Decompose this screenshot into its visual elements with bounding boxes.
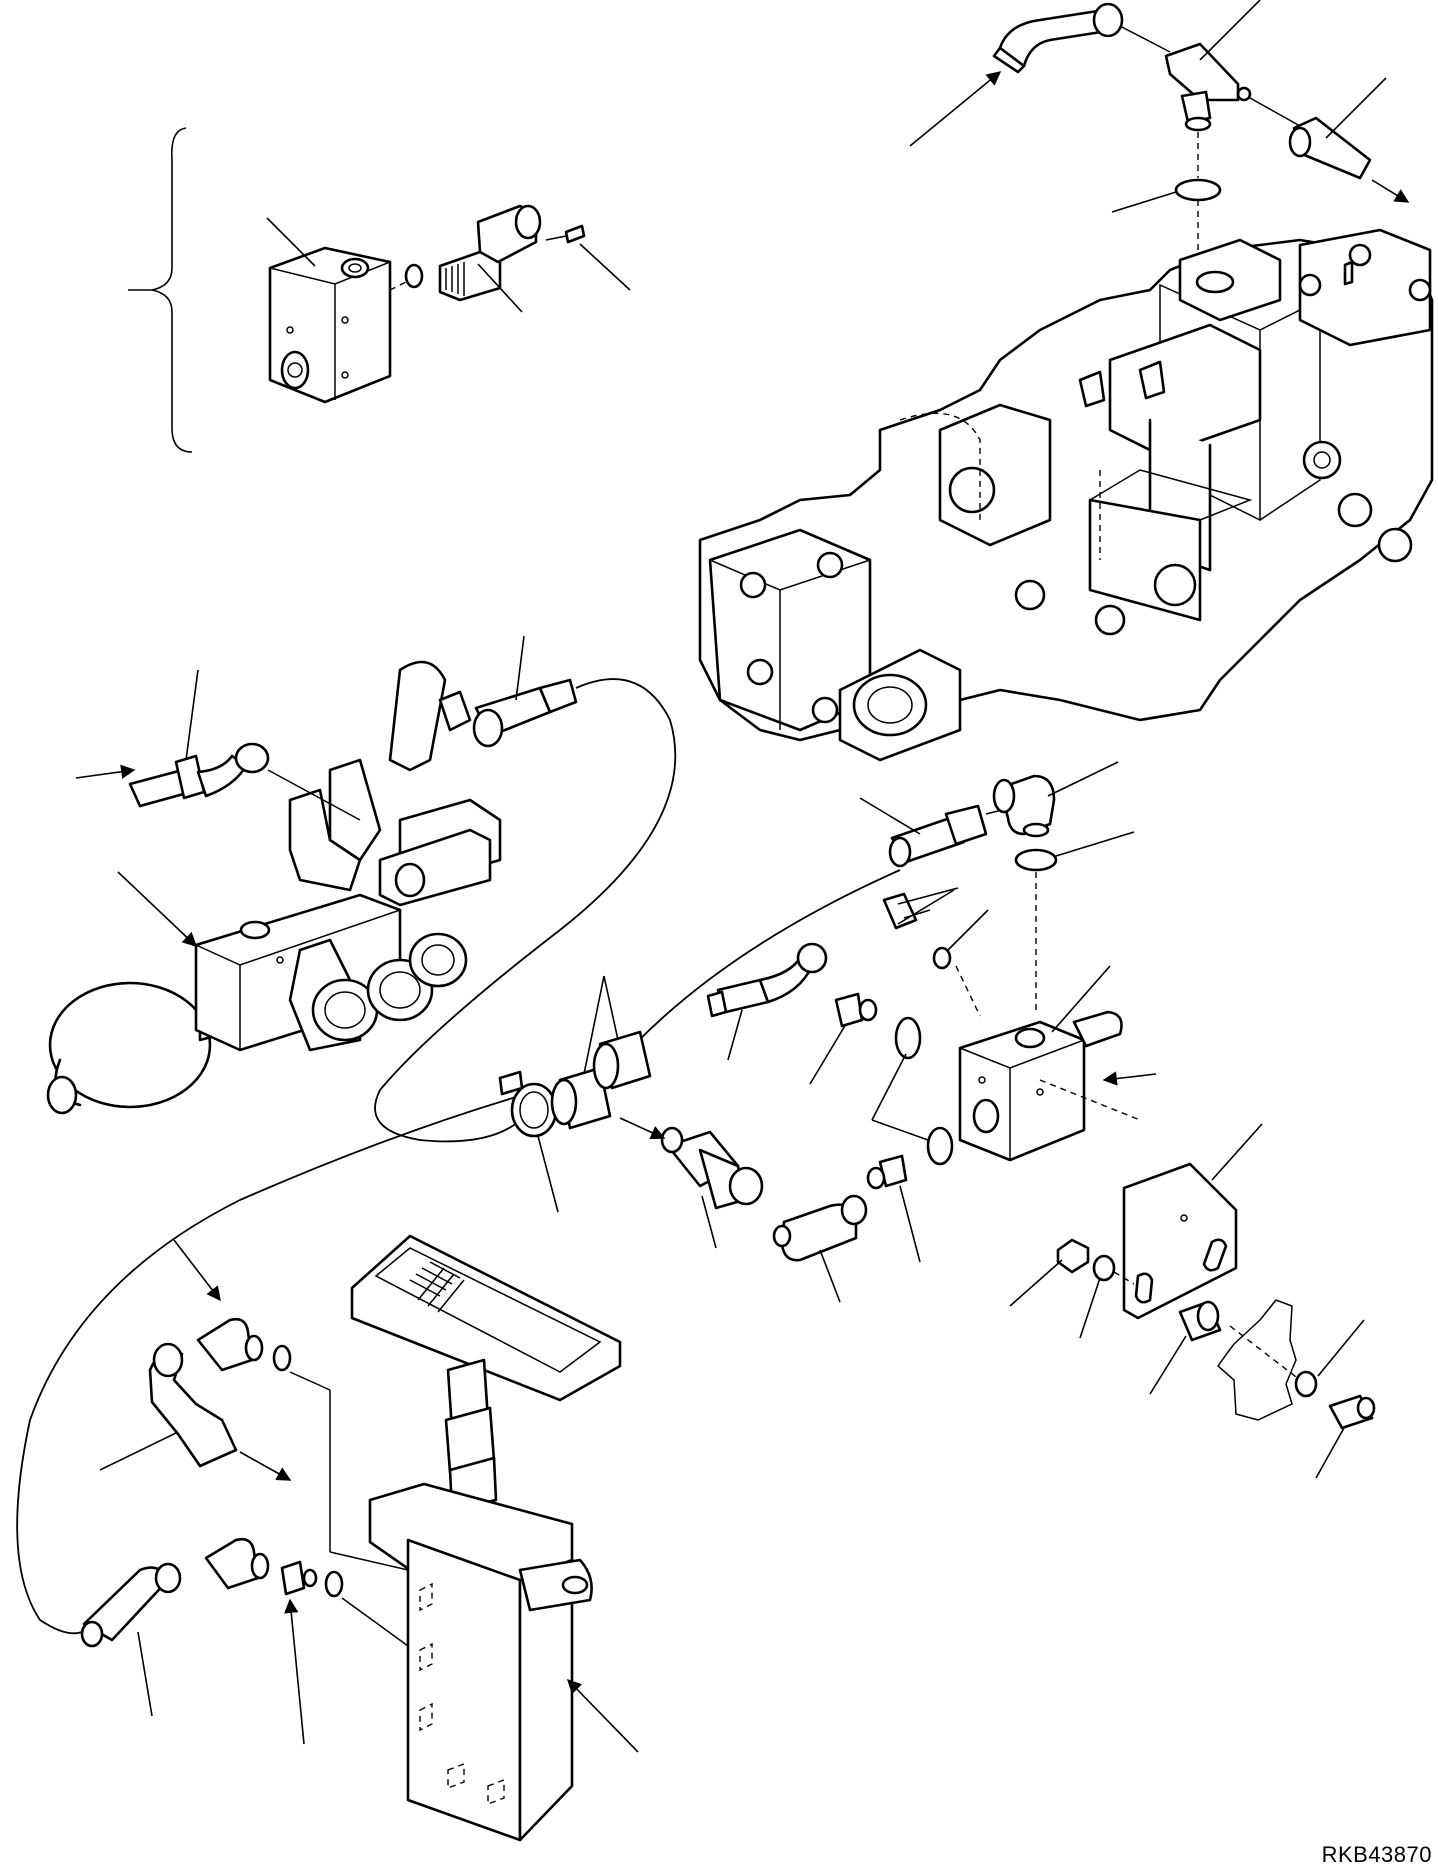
spacer: [1149, 1300, 1222, 1395]
accumulator: [46, 981, 217, 1115]
pedal: [350, 1234, 622, 1402]
pedal-stem: [444, 1358, 498, 1512]
hose-loop-upper: [374, 678, 677, 1143]
frame-break: [1216, 1299, 1297, 1421]
o-ring-pedal-upper: [272, 1344, 292, 1372]
o-ring-center-lower: [926, 1126, 954, 1166]
accumulator-manifold-group: [46, 635, 578, 1115]
valve-kit-group: [128, 127, 631, 453]
center-fittings-group: [498, 761, 1135, 1303]
main-pump: [698, 228, 1434, 762]
hose-clamp: [498, 1070, 558, 1138]
sleeve-pair: [550, 975, 652, 1130]
mounting-bracket: [1122, 1123, 1263, 1320]
nipple-upper: [809, 992, 878, 1085]
small-screw: [545, 224, 586, 244]
o-ring-top: [1174, 178, 1222, 202]
hose-lower-center: [619, 1117, 764, 1249]
washer-right: [1079, 1254, 1116, 1339]
o-ring-right: [1014, 848, 1058, 872]
inlet-arrow-right: [1102, 1071, 1157, 1086]
nipple-lower: [866, 1154, 921, 1263]
hose-pedal-upper: [99, 1342, 292, 1481]
kit-brace: [151, 127, 193, 453]
o-ring-small: [404, 263, 424, 289]
hose-upper-center: [706, 942, 828, 1061]
manifold-hose-in: [75, 669, 361, 821]
bolt-center: [882, 887, 959, 930]
hose-link-right: [619, 869, 901, 1061]
straight-fitting: [1288, 116, 1372, 180]
elbow-pedal-lower: [204, 1537, 270, 1590]
outlet-arrow: [1371, 179, 1410, 203]
hose-pedal-lower: [80, 1562, 182, 1717]
o-ring-center-upper: [894, 1016, 922, 1060]
elbow-right: [992, 761, 1119, 838]
hose-loop-lower: [16, 1089, 541, 1635]
tee-fitting: [1164, 42, 1252, 132]
hose-loops: [16, 678, 901, 1635]
figure-code: RKB43870: [1321, 1842, 1432, 1867]
top-hose-group: [909, 0, 1410, 260]
pedal-valve-group: [80, 1234, 639, 1842]
hose-end-top: [472, 635, 578, 748]
cartridge-valve: [438, 204, 542, 302]
pedal-valve-body: [368, 1482, 639, 1842]
washer-bolt-right: [1294, 1319, 1376, 1479]
o-ring-pedal-lower: [324, 1570, 344, 1598]
nipple-pedal: [280, 1560, 409, 1745]
valve-block: [268, 246, 392, 404]
nut: [1009, 1238, 1090, 1307]
valve-manifold: [194, 660, 502, 1052]
right-valve-block-group: [958, 965, 1376, 1479]
elbow-pedal-upper: [173, 1239, 331, 1391]
straight-connector-right: [859, 797, 1011, 868]
washer-center: [932, 909, 989, 970]
elbow-center: [772, 1194, 868, 1303]
top-hose-arrow: [909, 71, 1002, 147]
